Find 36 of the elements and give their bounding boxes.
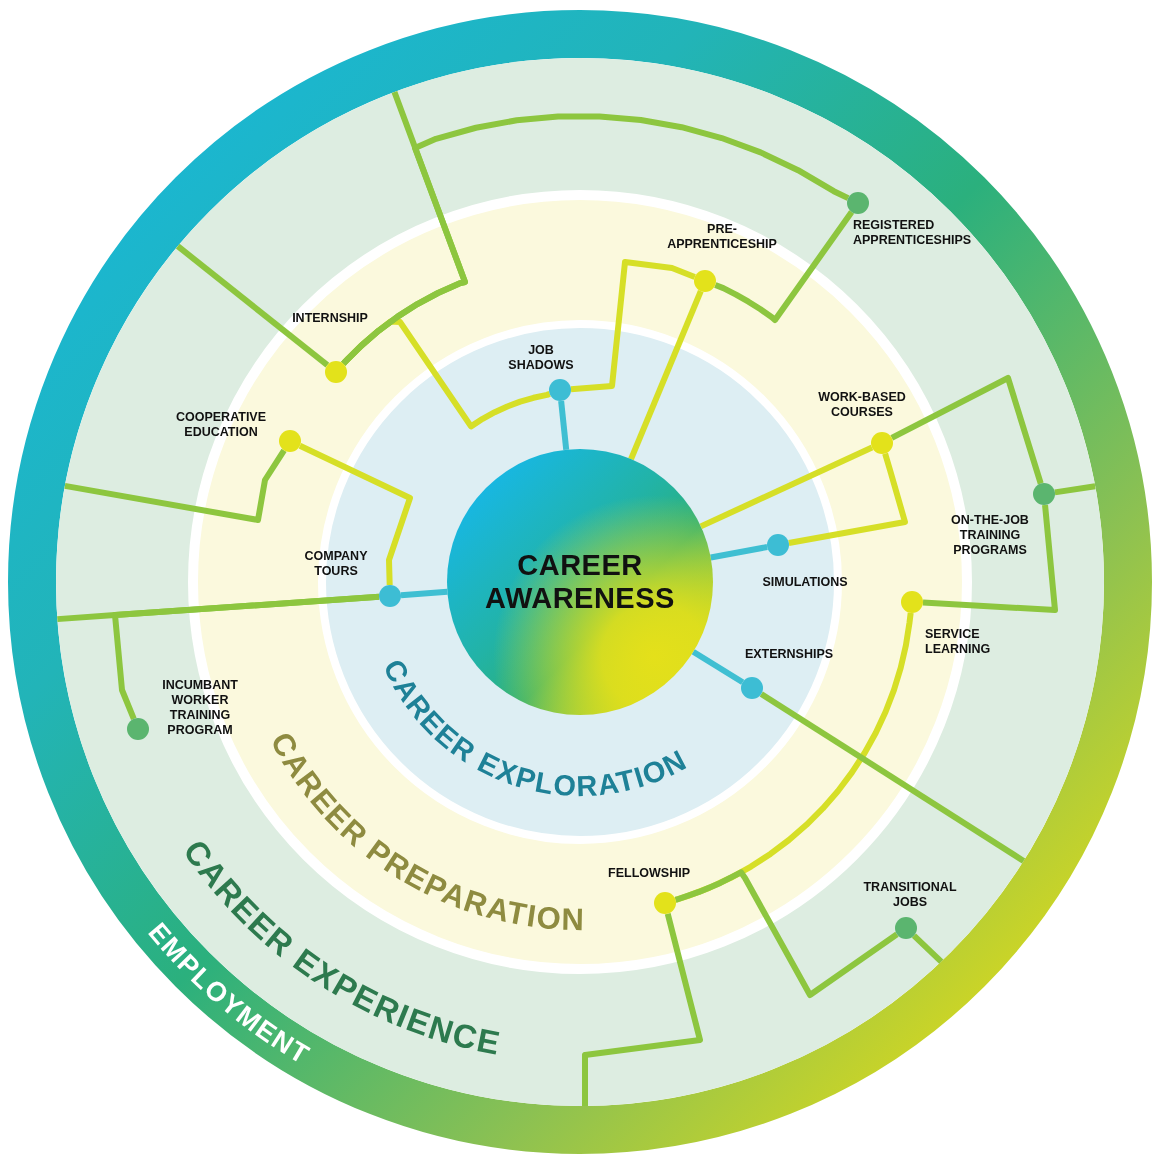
connector-line <box>558 400 570 451</box>
connector-line <box>341 90 468 366</box>
connector-line <box>759 691 1026 864</box>
item-label: COOPERATIVE EDUCATION <box>174 410 268 440</box>
connector-line <box>582 912 703 1106</box>
item-label: PRE- APPRENTICESHIP <box>666 222 778 252</box>
connector-line <box>911 933 944 964</box>
connector-line <box>298 443 413 586</box>
connector-line <box>691 649 745 685</box>
connector-line <box>922 504 1058 613</box>
item-label: EXTERNSHIPS <box>744 646 834 662</box>
item-label: ON-THE-JOB TRAINING PROGRAMS <box>950 512 1030 558</box>
connector-line <box>710 544 768 561</box>
connector-line <box>57 593 380 623</box>
item-label: JOB SHADOWS <box>507 343 575 373</box>
connector-line <box>714 210 855 323</box>
item-label: FELLOWSHIP <box>608 865 690 881</box>
connector-line <box>890 375 1044 485</box>
item-label: REGISTERED APPRENTICESHIPS <box>853 218 973 248</box>
item-label: SERVICE LEARNING <box>925 627 992 657</box>
item-label: WORK-BASED COURSES <box>817 390 907 420</box>
connector-line <box>175 243 330 368</box>
item-label: SIMULATIONS <box>762 574 848 590</box>
item-label: INTERNSHIP <box>292 310 368 326</box>
connector-line <box>400 588 448 599</box>
connector-line <box>628 290 704 461</box>
connector-line <box>699 444 874 530</box>
item-label: INCUMBANT WORKER TRAINING PROGRAM <box>161 678 239 738</box>
connector-line <box>64 448 287 523</box>
connector-line <box>788 452 908 546</box>
item-label: COMPANY TOURS <box>303 549 369 579</box>
connector-line <box>1054 483 1096 496</box>
connector-line <box>570 259 696 393</box>
item-label: TRANSITIONAL JOBS <box>862 880 958 910</box>
connector-line <box>674 869 899 998</box>
connector-line <box>674 612 914 903</box>
